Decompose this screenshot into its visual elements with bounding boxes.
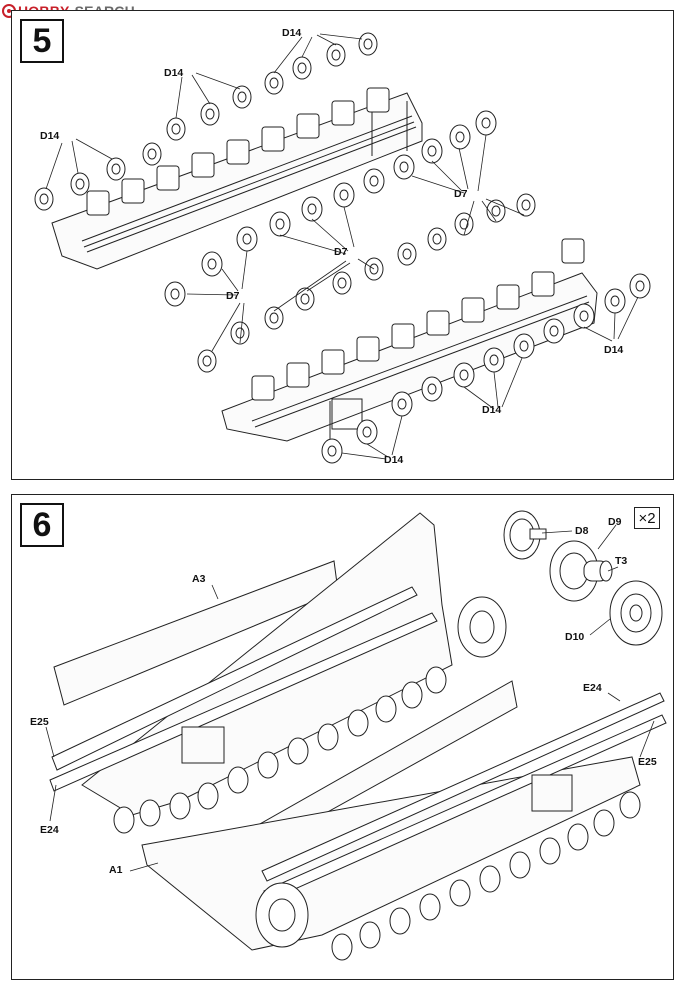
right-hull-side-frame [221,272,598,442]
right-frame-hatch [331,398,363,430]
step-5-illustration [34,32,651,464]
drive-sprocket-hub-d8 [503,510,547,560]
label-d14-upper: D14 [164,67,184,79]
step-6-number: 6 [20,503,64,547]
spacer-t3 [583,560,613,582]
label-d7-left: D7 [226,290,240,302]
label-d14-top: D14 [282,27,302,39]
label-d7-center: D7 [334,246,348,258]
label-d14-left: D14 [40,130,60,142]
label-d14-mid: D14 [482,404,502,416]
lower-hull-hatch [531,774,573,812]
step-5-number: 5 [20,19,64,63]
step-5-panel: 5 [11,10,674,480]
label-e25-right: E25 [638,756,657,768]
step-6-illustration [45,510,667,961]
label-e24-left: E24 [40,824,59,836]
label-d14-right: D14 [604,344,624,356]
label-e25-left: E25 [30,716,49,728]
quantity-box: ×2 [634,507,660,529]
label-a1: A1 [109,864,123,876]
step-6-panel: 6 ×2 [11,494,674,980]
label-e24-right: E24 [583,682,602,694]
label-a3: A3 [192,573,206,585]
label-d7-right: D7 [454,188,468,200]
upper-track-guard-e25 [51,586,418,771]
road-wheel-d14 [34,187,54,211]
lower-track-guard-e24 [261,692,665,882]
left-hull-side-frame [51,92,423,270]
label-d8: D8 [575,525,589,537]
label-d9: D9 [608,516,622,528]
label-d14-bottom: D14 [384,454,404,466]
sprocket-ring-d10 [609,580,663,646]
upper-hull-hatch [181,726,225,764]
upper-track-guard-e24 [49,612,438,792]
label-d10: D10 [565,631,585,643]
label-t3: T3 [615,555,628,567]
